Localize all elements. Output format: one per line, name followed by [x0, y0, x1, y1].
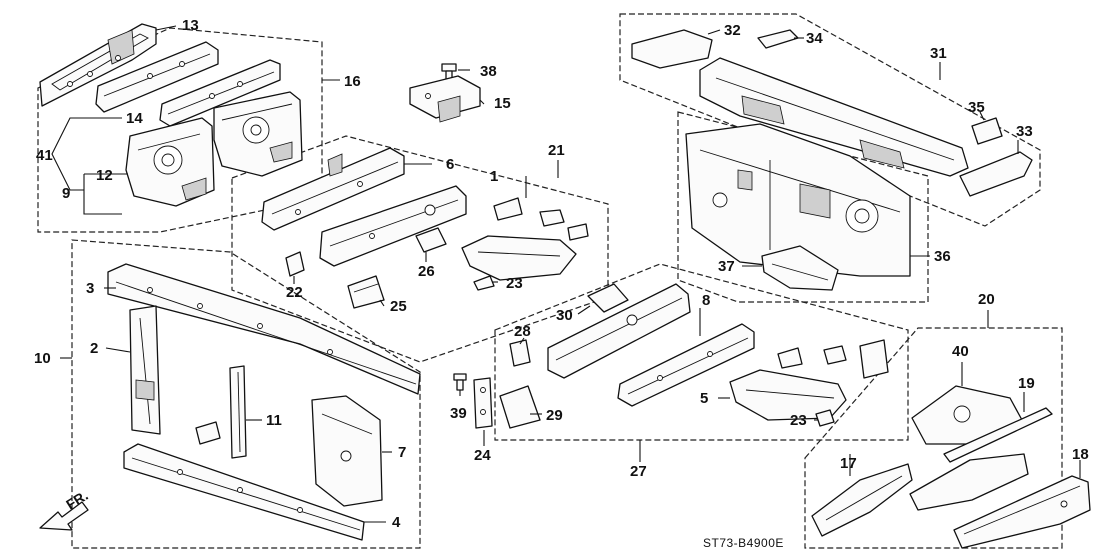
part-36-dashboard — [685, 123, 911, 277]
part-22-clip — [285, 251, 305, 277]
callout-28: 28 — [514, 323, 531, 340]
leader-lines — [51, 25, 1081, 523]
callout-2: 2 — [90, 340, 98, 357]
callout-4: 4 — [392, 514, 401, 531]
callout-17: 17 — [840, 455, 857, 472]
callout-21: 21 — [548, 142, 565, 159]
callout-9: 9 — [62, 185, 70, 202]
group-frame-31 — [619, 13, 1041, 227]
part-7-side-support — [311, 395, 383, 507]
callout-5: 5 — [700, 390, 708, 407]
part-21-floor-member — [461, 235, 577, 281]
part-30-bracket — [587, 283, 629, 313]
part-32-bracket — [631, 29, 713, 69]
callout-13: 13 — [182, 17, 199, 34]
part-29-bracket — [499, 385, 541, 429]
callout-16: 16 — [344, 73, 361, 90]
part-5-small-brackets — [777, 339, 889, 379]
callout-19: 19 — [1018, 375, 1035, 392]
callout-37: 37 — [718, 258, 735, 275]
part-24-plate — [473, 377, 493, 429]
callout-31: 31 — [930, 45, 947, 62]
callout-35: 35 — [968, 99, 985, 116]
part-16-lower-rail — [159, 59, 281, 127]
callout-29: 29 — [546, 407, 563, 424]
part-12-wheelhouse — [125, 117, 215, 207]
callout-20: 20 — [978, 291, 995, 308]
part-16-upper-rail — [95, 41, 219, 113]
part-19-rail — [943, 407, 1053, 463]
group-frame-20 — [804, 327, 1063, 549]
front-direction-arrow-icon — [39, 501, 89, 531]
part-20-inner-panel — [909, 453, 1029, 511]
part-28-clip — [509, 339, 531, 367]
callout-34: 34 — [806, 30, 823, 47]
part-17-lower-panel — [811, 463, 913, 537]
part-35-bracket — [971, 117, 1003, 145]
part-6-panel — [261, 147, 405, 231]
part-33-bracket — [959, 151, 1033, 197]
callout-40: 40 — [952, 343, 969, 360]
callout-38: 38 — [480, 63, 497, 80]
callout-39: 39 — [450, 405, 467, 422]
part-23-clip-lower — [815, 409, 835, 427]
part-25-bracket — [347, 275, 385, 309]
callout-15: 15 — [494, 95, 511, 112]
callout-22: 22 — [286, 284, 303, 301]
callout-36: 36 — [934, 248, 951, 265]
callout-12: 12 — [96, 167, 113, 184]
callout-6: 6 — [446, 156, 454, 173]
part-23-clip-upper — [473, 275, 495, 291]
part-2-side-support — [129, 305, 161, 435]
part-3-upper-crossmember — [107, 263, 421, 395]
callout-14: 14 — [126, 110, 143, 127]
part-1-brackets — [493, 197, 589, 241]
part-13-side-rail — [39, 23, 157, 107]
part-39-bolt — [453, 373, 467, 391]
part-8-rail — [617, 323, 755, 407]
callout-3: 3 — [86, 280, 94, 297]
part-40-upper-panel — [911, 385, 1023, 445]
part-14-wheelhouse — [213, 91, 303, 177]
callout-24: 24 — [474, 447, 491, 464]
part-6-frame-member — [319, 185, 467, 267]
callout-23-upper: 23 — [506, 275, 523, 292]
part-27-frame-member — [547, 283, 691, 379]
callout-11: 11 — [266, 412, 282, 429]
callout-32: 32 — [724, 22, 741, 39]
part-5-floor-bracket — [729, 369, 847, 421]
part-15-bracket — [409, 75, 481, 123]
part-11-center-stay — [229, 365, 247, 459]
callout-41: 41 — [36, 147, 53, 164]
part-18-rocker — [953, 475, 1091, 549]
part-34-bracket — [757, 29, 799, 49]
part-26-bracket — [415, 227, 447, 253]
group-frame-36 — [677, 111, 929, 303]
group-frame-10 — [71, 239, 421, 549]
drawing-code: ST73-B4900E — [703, 536, 784, 550]
callout-30: 30 — [556, 307, 573, 324]
callout-18: 18 — [1072, 446, 1089, 463]
callout-23-lower: 23 — [790, 412, 807, 429]
part-37-bracket — [761, 245, 839, 291]
callout-10: 10 — [34, 350, 51, 367]
part-clip-center — [195, 421, 221, 445]
part-4-lower-crossmember — [123, 443, 365, 541]
callout-1: 1 — [490, 168, 498, 185]
callout-33: 33 — [1016, 123, 1033, 140]
part-31-cowl — [699, 57, 969, 177]
callout-26: 26 — [418, 263, 435, 280]
group-frame-27 — [494, 263, 909, 441]
callout-25: 25 — [390, 298, 407, 315]
callout-27: 27 — [630, 463, 647, 480]
callout-7: 7 — [398, 444, 406, 461]
callout-8: 8 — [702, 292, 710, 309]
